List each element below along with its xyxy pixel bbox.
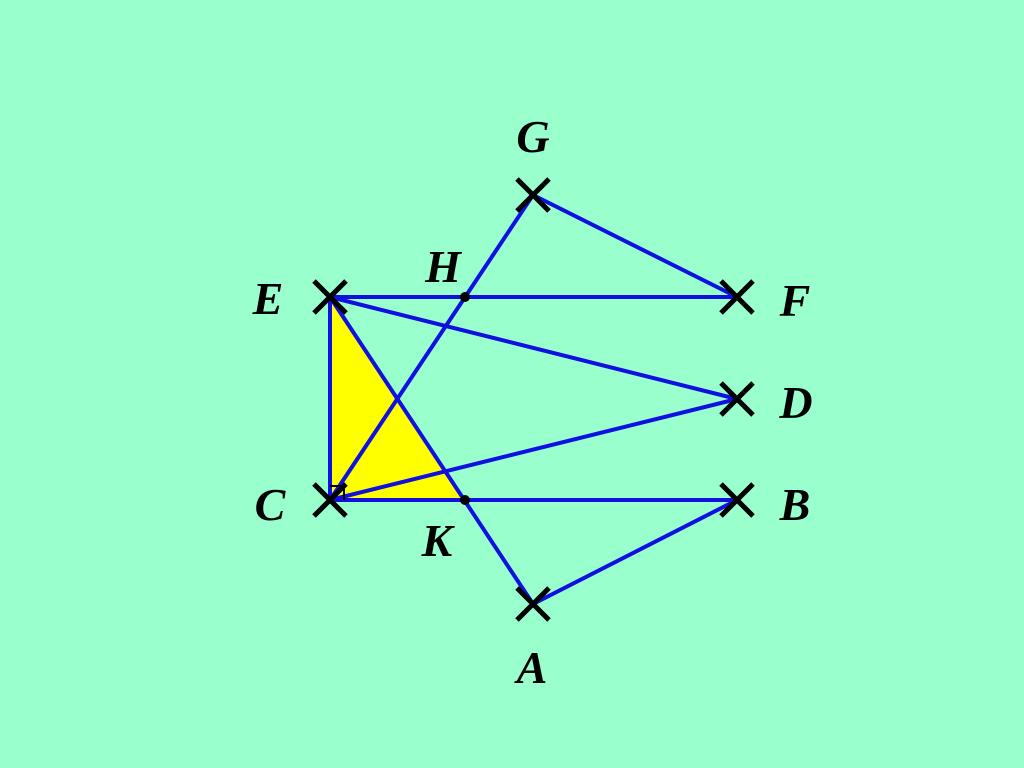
point-marker-c — [312, 482, 348, 518]
segment-gf — [531, 193, 739, 299]
label-f: F — [779, 275, 811, 326]
label-a: A — [514, 642, 548, 693]
segment-gc — [328, 193, 535, 502]
segment-ed — [328, 295, 739, 401]
point-marker-e — [312, 279, 348, 315]
point-dot-k — [460, 495, 470, 505]
segment-cd — [328, 397, 739, 502]
label-e: E — [252, 273, 284, 324]
label-c: C — [255, 479, 287, 530]
label-d: D — [778, 377, 812, 428]
point-marker-b — [719, 482, 755, 518]
label-b: B — [779, 479, 811, 530]
segment-ab — [531, 498, 739, 606]
point-marker-a — [515, 586, 551, 622]
point-dot-h — [460, 292, 470, 302]
label-h: H — [424, 241, 462, 292]
label-g: G — [516, 111, 549, 162]
point-marker-g — [515, 177, 551, 213]
label-k: K — [421, 515, 456, 566]
point-marker-d — [719, 381, 755, 417]
point-marker-f — [719, 279, 755, 315]
segment-ea — [328, 295, 535, 606]
